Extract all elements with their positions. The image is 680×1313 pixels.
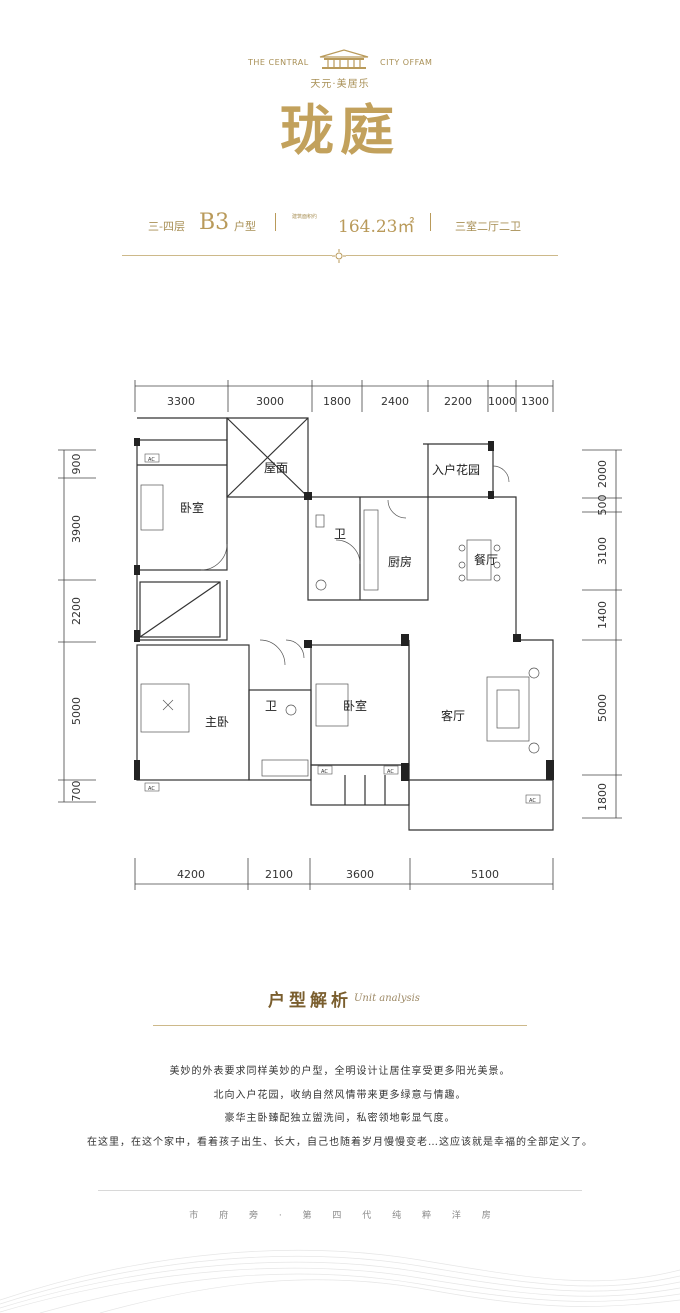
dim-top-1: 3300 xyxy=(167,395,195,408)
room-bath-1: 卫 xyxy=(334,527,346,541)
furniture xyxy=(140,465,540,777)
dim-left-3: 2200 xyxy=(70,597,83,625)
analysis-paragraph: 美妙的外表要求同样美妙的户型，全明设计让居住享受更多阳光美景。 xyxy=(169,1066,511,1077)
project-title: 珑庭 xyxy=(280,98,400,162)
unit-info-row: 三-四层 B3 户型 建筑面积约 164.23㎡ 三室二厅二卫 xyxy=(0,210,680,237)
dim-left-4: 5000 xyxy=(70,697,83,725)
ornament-icon xyxy=(332,249,346,263)
analysis-paragraph: 豪华主卧臻配独立盥洗间，私密领地彰显气度。 xyxy=(224,1113,456,1124)
room-entry-garden: 入户花园 xyxy=(432,462,480,477)
dim-right-4: 1400 xyxy=(596,601,609,629)
dim-top-5: 2200 xyxy=(444,395,472,408)
temple-logo-icon xyxy=(319,49,369,69)
room-dining: 餐厅 xyxy=(474,552,498,567)
dim-right-5: 5000 xyxy=(596,694,609,722)
room-roof: 屋面 xyxy=(264,461,288,475)
dim-left-2: 3900 xyxy=(70,515,83,543)
dim-top-4: 2400 xyxy=(381,395,409,408)
dim-bottom-2: 2100 xyxy=(265,868,293,881)
analysis-divider xyxy=(153,1025,527,1026)
dim-left-5: 700 xyxy=(70,781,83,802)
dim-right-3: 3100 xyxy=(596,537,609,565)
analysis-title: 户型解析 xyxy=(268,991,352,1011)
walls xyxy=(136,417,554,831)
footer-tagline: 市 府 旁 · 第 四 代 纯 粹 洋 房 xyxy=(189,1211,491,1221)
dim-bottom-3: 3600 xyxy=(346,868,374,881)
area-caption: 建筑面积约 xyxy=(292,214,318,220)
dim-top-3: 1800 xyxy=(323,395,351,408)
room-living: 客厅 xyxy=(441,708,465,723)
ac-label: AC xyxy=(387,769,394,775)
ac-label: AC xyxy=(148,457,155,463)
footer-divider xyxy=(98,1190,582,1191)
ac-label: AC xyxy=(148,786,155,792)
divider xyxy=(430,213,431,231)
unit-type-label: 户型 xyxy=(234,220,256,233)
ac-label: AC xyxy=(321,769,328,775)
dim-bottom-4: 5100 xyxy=(471,868,499,881)
room-master-bedroom: 主卧 xyxy=(205,715,229,729)
dim-bottom-1: 4200 xyxy=(177,868,205,881)
dim-right-6: 1800 xyxy=(596,783,609,811)
floor-label: 三-四层 xyxy=(148,220,185,233)
dim-right-1: 2000 xyxy=(596,460,609,488)
floor-plan: 3300 3000 1800 2400 2200 1000 1300 4200 … xyxy=(58,380,622,890)
dim-right-2: 500 xyxy=(596,495,609,516)
wave-pattern xyxy=(0,1250,680,1313)
header-subtitle: 天元·美居乐 xyxy=(310,79,370,90)
analysis-paragraph: 北向入户花园，收纳自然风情带来更多绿意与情趣。 xyxy=(213,1090,467,1101)
dim-left-1: 900 xyxy=(70,454,83,475)
analysis-subtitle: Unit analysis xyxy=(354,993,420,1004)
ac-label: AC xyxy=(529,798,536,804)
room-bath-2: 卫 xyxy=(265,699,277,713)
analysis-paragraph: 在这里，在这个家中，看着孩子出生、长大，自己也随着岁月慢慢变老…这应该就是幸福的… xyxy=(87,1137,593,1148)
area-value: 164.23㎡ xyxy=(338,217,415,237)
room-bedroom-1: 卧室 xyxy=(180,500,204,515)
rooms-label: 三室二厅二卫 xyxy=(455,220,521,233)
dim-top-6: 1000 xyxy=(488,395,516,408)
dim-top-7: 1300 xyxy=(521,395,549,408)
header-en-left: THE CENTRAL xyxy=(248,58,309,67)
divider xyxy=(275,213,276,231)
header-en-right: CITY OFFAM xyxy=(380,58,433,67)
room-kitchen: 厨房 xyxy=(388,554,412,569)
dim-top-2: 3000 xyxy=(256,395,284,408)
unit-code: B3 xyxy=(199,210,230,235)
room-bedroom-2: 卧室 xyxy=(343,698,367,713)
